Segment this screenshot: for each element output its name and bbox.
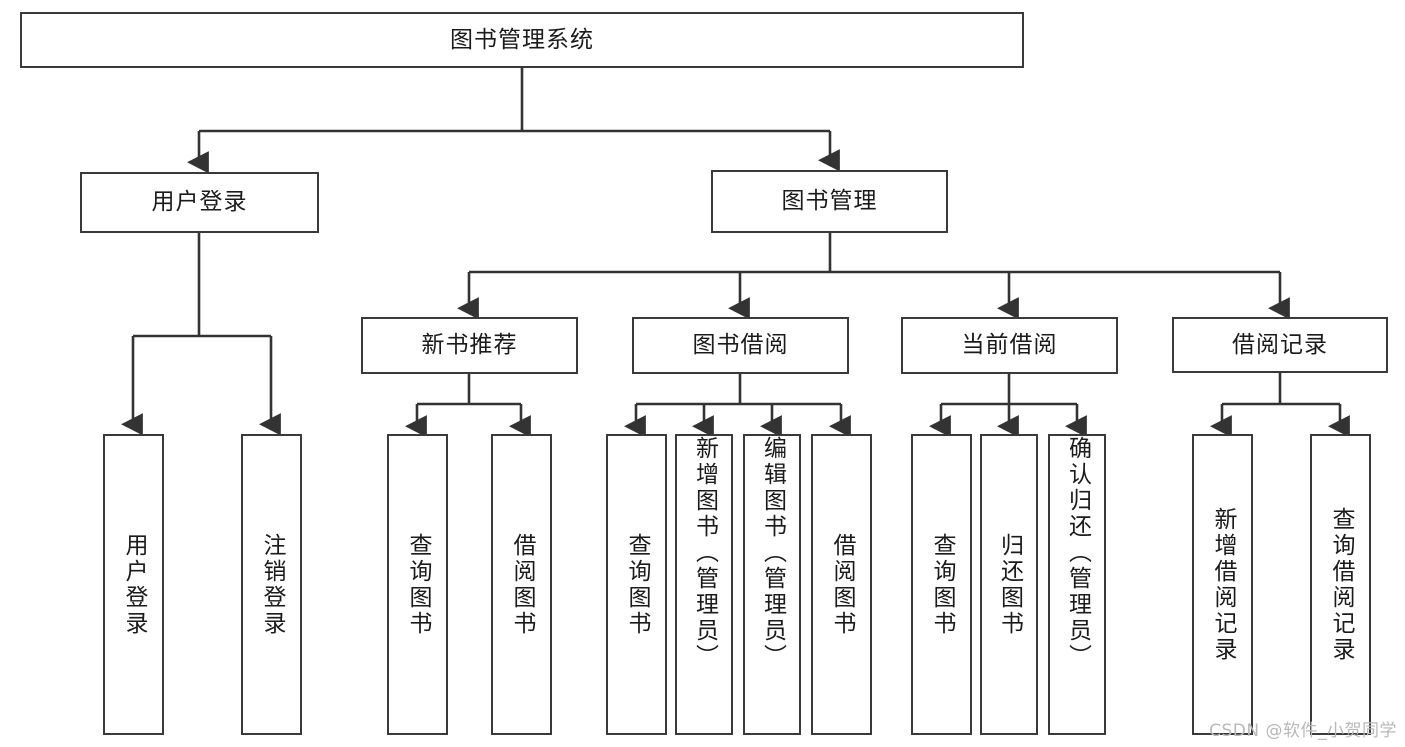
node-leaf-user-login[interactable]: 用户登录 [103, 434, 164, 735]
node-leaf-query-books-1-label: 查询图书 [405, 532, 431, 637]
node-leaf-query-books-2-label: 查询图书 [624, 532, 650, 637]
node-leaf-add-book-admin-label: 新增图书（管理员） [691, 436, 718, 670]
node-book-management[interactable]: 图书管理 [711, 170, 948, 233]
node-root-library-management-system[interactable]: 图书管理系统 [20, 12, 1024, 68]
node-user-login-label: 用户登录 [151, 189, 248, 216]
node-user-login[interactable]: 用户登录 [80, 172, 319, 233]
node-leaf-confirm-return-admin-label: 确认归还（管理员） [1064, 436, 1091, 670]
node-leaf-return-books-label: 归还图书 [996, 532, 1023, 637]
node-new-book-recommend[interactable]: 新书推荐 [361, 317, 578, 374]
node-leaf-query-borrow-record-label: 查询借阅记录 [1328, 506, 1354, 663]
node-current-borrow[interactable]: 当前借阅 [901, 317, 1118, 374]
node-current-borrow-label: 当前借阅 [961, 332, 1058, 359]
node-leaf-query-books-3[interactable]: 查询图书 [911, 434, 972, 735]
node-leaf-add-borrow-record-label: 新增借阅记录 [1210, 506, 1236, 663]
node-book-borrow-label: 图书借阅 [692, 332, 789, 359]
node-leaf-edit-book-admin-label: 编辑图书（管理员） [759, 436, 786, 670]
node-leaf-logout-login-label: 注销登录 [259, 532, 285, 637]
node-leaf-borrow-books-1[interactable]: 借阅图书 [491, 434, 552, 735]
node-leaf-confirm-return-admin[interactable]: 确认归还（管理员） [1048, 434, 1106, 735]
node-leaf-borrow-books-2-label: 借阅图书 [829, 532, 855, 637]
node-leaf-query-books-3-label: 查询图书 [929, 532, 955, 637]
node-borrow-records-label: 借阅记录 [1232, 331, 1328, 358]
node-book-borrow[interactable]: 图书借阅 [632, 317, 849, 374]
node-leaf-add-borrow-record[interactable]: 新增借阅记录 [1192, 434, 1253, 735]
node-new-book-recommend-label: 新书推荐 [421, 332, 518, 359]
node-leaf-query-books-2[interactable]: 查询图书 [606, 434, 667, 735]
node-leaf-borrow-books-2[interactable]: 借阅图书 [811, 434, 872, 735]
node-borrow-records[interactable]: 借阅记录 [1172, 317, 1388, 373]
node-book-management-label: 图书管理 [781, 188, 878, 215]
node-leaf-user-login-label: 用户登录 [121, 532, 147, 637]
node-root-label: 图书管理系统 [450, 26, 594, 53]
node-leaf-edit-book-admin[interactable]: 编辑图书（管理员） [743, 434, 801, 735]
node-leaf-query-books-1[interactable]: 查询图书 [387, 434, 448, 735]
node-leaf-borrow-books-1-label: 借阅图书 [509, 532, 535, 637]
node-leaf-query-borrow-record[interactable]: 查询借阅记录 [1310, 434, 1371, 735]
node-leaf-logout-login[interactable]: 注销登录 [241, 434, 302, 735]
node-leaf-add-book-admin[interactable]: 新增图书（管理员） [675, 434, 733, 735]
node-leaf-return-books[interactable]: 归还图书 [980, 434, 1038, 735]
